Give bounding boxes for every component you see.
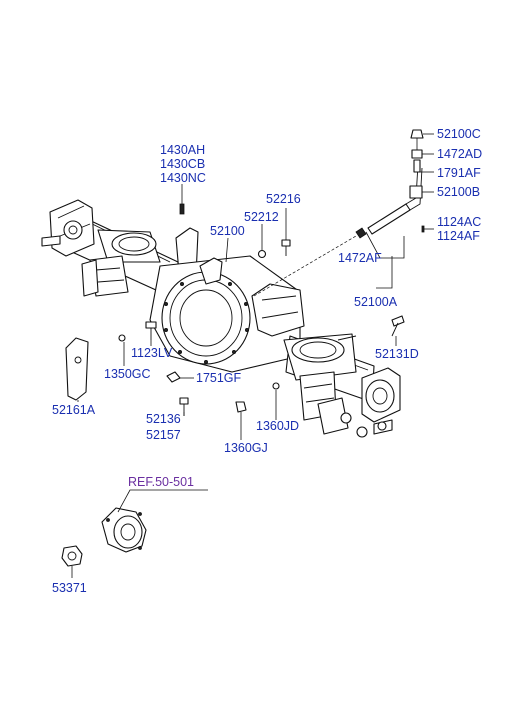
nut-1360jd [272,382,280,390]
label-1751gf: 1751GF [196,371,242,385]
label-1430ah: 1430AH [160,143,205,157]
fasteners [118,203,405,416]
vent-clip-52100b [409,185,423,199]
bolt-1430ah [179,203,185,215]
nut-1350gc [118,334,126,342]
axle-housing-52100 [41,199,401,438]
label-1430cb: 1430CB [160,157,205,171]
vent-tube-52100a [367,203,411,235]
leader-lines [71,133,434,578]
label-1124ac: 1124AC [437,215,481,229]
label-52157: 52157 [146,428,181,442]
label-ref-50-501: REF.50-501 [128,475,194,489]
vent-clamp-1472ad [411,149,423,159]
label-52216: 52216 [266,192,301,206]
clamp-1472af [355,227,367,239]
label-1360jd: 1360JD [256,419,299,433]
label-53371: 53371 [52,581,87,595]
label-52100c: 52100C [437,127,481,141]
label-52136: 52136 [146,412,181,426]
label-1472ad: 1472AD [437,147,482,161]
label-52100: 52100 [210,224,245,238]
bolt-1124ac [421,225,425,233]
vent-cap-52100c [410,129,424,139]
hub-nut-53371 [61,545,83,567]
label-52131d: 52131D [375,347,419,361]
nut-1360gj [235,401,247,413]
bolt-52216 [281,239,291,247]
hose-1791af [413,159,421,173]
bracket-52161a [65,337,89,401]
nut-1751gf [166,371,181,383]
label-52212: 52212 [244,210,279,224]
label-1123lv: 1123LV [131,346,173,360]
label-1360gj: 1360GJ [224,441,268,455]
part-labels: 52100C 1472AD 1791AF 52100B 1124AC 1124A… [52,127,482,595]
bolt-52136 [179,397,189,405]
stud-52131d [391,315,405,327]
label-1350gc: 1350GC [104,367,151,381]
label-52100b: 52100B [437,185,480,199]
bolt-1123lv [145,321,157,329]
label-1124af: 1124AF [437,229,480,243]
label-52100a: 52100A [354,295,398,309]
label-1430nc: 1430NC [160,171,206,185]
label-1472af: 1472AF [338,251,382,265]
washer-52212 [257,249,267,259]
vent-tube-assembly [253,129,425,297]
label-52161a: 52161A [52,403,96,417]
label-1791af: 1791AF [437,166,481,180]
wheel-hub [101,507,147,553]
